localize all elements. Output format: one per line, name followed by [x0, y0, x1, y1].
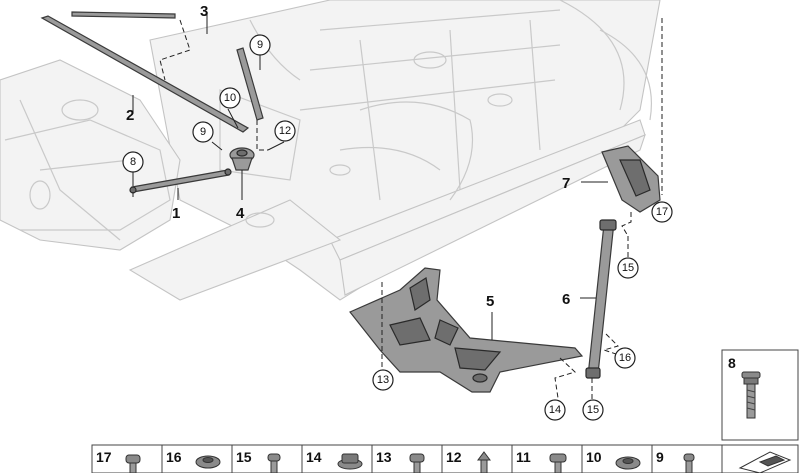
mount-bracket-part-4[interactable]	[229, 147, 255, 171]
fastener-cell-17[interactable]: 17	[96, 449, 141, 473]
svg-text:9: 9	[656, 449, 664, 465]
shear-panel-part-5[interactable]	[349, 267, 584, 393]
strut-brace-part-3[interactable]	[71, 11, 176, 19]
fastener-strip: 17 16 15 14	[91, 444, 799, 473]
flange-nut-icon	[337, 453, 363, 470]
svg-text:10: 10	[224, 92, 236, 104]
fastener-cell-10[interactable]: 10	[586, 449, 641, 470]
legend-box-number: 8	[728, 355, 736, 371]
part-6-label: 6	[562, 291, 570, 308]
fastener-cell-16[interactable]: 16	[166, 449, 221, 469]
pin-icon	[477, 451, 491, 473]
svg-text:12: 12	[279, 125, 291, 137]
callout-15-lower: 15	[582, 399, 604, 421]
bolt-icon	[409, 453, 425, 473]
install-dash-lines	[132, 18, 663, 400]
screw-icon	[683, 453, 695, 473]
svg-text:15: 15	[622, 262, 634, 274]
nut-icon	[615, 456, 641, 470]
svg-text:13: 13	[377, 374, 389, 386]
screw-icon	[267, 453, 281, 473]
part-7-label: 7	[562, 175, 570, 192]
fastener-cell-9[interactable]: 9	[656, 449, 695, 473]
callout-13: 13	[372, 369, 394, 391]
svg-text:10: 10	[586, 449, 602, 465]
svg-text:11: 11	[516, 449, 531, 465]
part-3-label: 3	[200, 3, 208, 20]
strut-brace-part-2[interactable]	[40, 15, 250, 133]
callout-17: 17	[651, 201, 673, 223]
callout-8-upper: 8	[122, 151, 144, 173]
rear-strut-part-6[interactable]	[585, 219, 617, 379]
svg-text:15: 15	[236, 449, 252, 465]
callout-14: 14	[544, 399, 566, 421]
fastener-cell-15[interactable]: 15	[236, 449, 281, 473]
vehicle-underbody-ghost	[0, 0, 661, 301]
tie-rod-part-1[interactable]	[129, 168, 232, 194]
callout-9-upper: 9	[249, 34, 271, 56]
fastener-cell-14[interactable]: 14	[306, 449, 363, 470]
nut-icon	[195, 455, 221, 469]
leader-lines	[132, 12, 608, 340]
svg-text:15: 15	[587, 404, 599, 416]
vertical-link-part-9[interactable]	[236, 47, 264, 121]
svg-text:9: 9	[257, 39, 263, 51]
fastener-cell-12[interactable]: 12	[446, 449, 491, 473]
callout-16: 16	[614, 347, 636, 369]
svg-text:13: 13	[376, 449, 392, 465]
part-1-label: 1	[172, 205, 180, 222]
legend-box-part-8[interactable]: 8	[721, 349, 799, 441]
svg-text:12: 12	[446, 449, 462, 465]
fastener-cell-shim[interactable]	[738, 451, 792, 473]
callout-9-lower: 9	[192, 121, 214, 143]
part-4-label: 4	[236, 205, 245, 222]
callout-10: 10	[219, 87, 241, 109]
callout-12: 12	[274, 120, 296, 142]
svg-text:17: 17	[96, 449, 112, 465]
svg-text:14: 14	[549, 404, 561, 416]
svg-text:8: 8	[130, 156, 136, 168]
shim-plate-icon	[738, 451, 792, 473]
part-2-label: 2	[126, 107, 134, 124]
svg-text:16: 16	[619, 352, 631, 364]
bolt-icon	[125, 454, 141, 473]
callout-15-upper: 15	[617, 257, 639, 279]
bolt-icon	[741, 371, 761, 419]
fastener-cell-13[interactable]: 13	[376, 449, 425, 473]
fastener-cell-11[interactable]: 11	[516, 449, 567, 473]
part-5-label: 5	[486, 293, 494, 310]
svg-text:16: 16	[166, 449, 182, 465]
svg-text:14: 14	[306, 449, 322, 465]
svg-text:17: 17	[656, 206, 668, 218]
svg-text:9: 9	[200, 126, 206, 138]
part-number-labels: 1 2 3 4 5 6 7	[126, 3, 570, 310]
bolt-icon	[549, 453, 567, 473]
rear-bracket-part-7[interactable]	[601, 145, 661, 213]
